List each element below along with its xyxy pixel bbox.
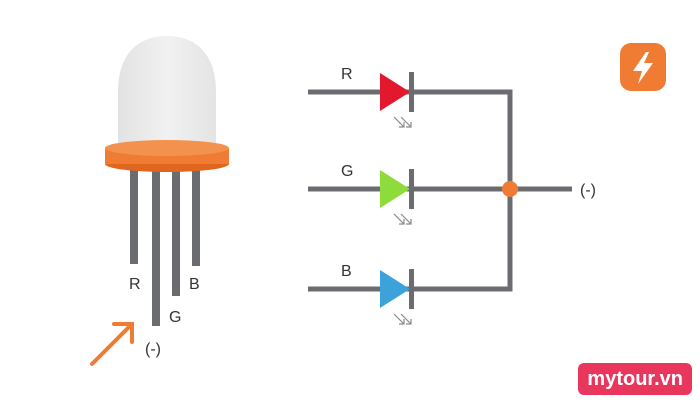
- junction-node: [502, 181, 518, 197]
- channel-g-label: G: [341, 163, 353, 180]
- light-emission-icon: [393, 213, 412, 225]
- channel-r-label: R: [341, 66, 353, 83]
- diode-b-triangle: [380, 270, 410, 308]
- light-emission-icon: [393, 116, 412, 128]
- diode-b: [380, 269, 414, 325]
- led-dome: [118, 36, 216, 148]
- diode-b-bar: [409, 269, 414, 309]
- diode-r: [380, 72, 414, 128]
- led-pin-g-label: G: [169, 309, 181, 326]
- diode-g-bar: [409, 169, 414, 209]
- led-pin-b-label: B: [189, 276, 200, 293]
- diode-g: [380, 169, 414, 225]
- channel-b-label: B: [341, 263, 352, 280]
- led-pin-common: [152, 168, 160, 326]
- led-pin-common-label: (-): [145, 341, 161, 358]
- common-terminal-label: (-): [580, 182, 596, 199]
- led-component: R G B (-): [105, 36, 229, 358]
- brand-watermark: mytour.vn: [578, 363, 692, 395]
- diode-r-bar: [409, 72, 414, 112]
- led-pin-r-label: R: [129, 276, 141, 293]
- diode-g-triangle: [380, 170, 410, 208]
- diode-r-triangle: [380, 73, 410, 111]
- circuit-wires: [308, 89, 572, 292]
- light-emission-icon: [393, 313, 412, 325]
- led-collar-top: [105, 140, 229, 156]
- led-pin-b: [192, 168, 200, 266]
- arrow-icon: [90, 322, 134, 366]
- led-pin-r: [130, 168, 138, 264]
- lightning-bolt-icon: [620, 43, 666, 91]
- led-pin-g: [172, 168, 180, 296]
